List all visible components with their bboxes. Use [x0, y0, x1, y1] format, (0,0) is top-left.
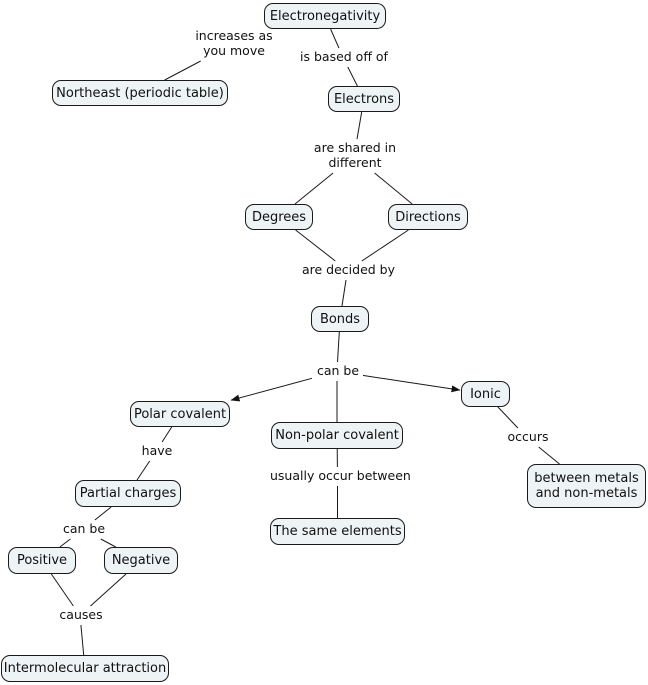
edge-positive-to-causes [50, 573, 74, 607]
concept-node-directions[interactable]: Directions [388, 204, 468, 230]
edge-label-is-based-off-of: is based off of [297, 49, 391, 64]
concept-node-northeast[interactable]: Northeast (periodic table) [52, 80, 228, 106]
edge-negative-to-causes [90, 573, 127, 607]
concept-node-non-polar-covalent[interactable]: Non-polar covalent [271, 422, 403, 449]
concept-node-bonds[interactable]: Bonds [311, 306, 369, 332]
edge-label-increases-as-you-move: increases as you move [185, 28, 283, 58]
edge-occurs-to-between-metals [538, 446, 560, 465]
edge-ionic-to-occurs [497, 406, 519, 429]
edge-polar-covalent-to-have [161, 426, 173, 443]
edge-are-shared-in-different-to-degrees [294, 172, 334, 205]
edge-can-be-charges-to-positive [59, 538, 71, 548]
edge-can-be-charges-to-negative [100, 538, 116, 548]
concept-node-intermolecular[interactable]: Intermolecular attraction [1, 655, 169, 682]
concept-node-polar-covalent[interactable]: Polar covalent [130, 401, 230, 427]
edge-causes-to-intermolecular [80, 624, 85, 656]
edge-directions-to-are-decided-by [361, 229, 409, 262]
concept-node-between-metals[interactable]: between metals and non-metals [527, 464, 646, 508]
concept-node-partial-charges[interactable]: Partial charges [75, 480, 181, 507]
edge-label-are-shared-in-different: are shared in different [308, 140, 402, 170]
edge-are-decided-by-to-bonds [341, 279, 347, 307]
edge-label-usually-occur-between: usually occur between [269, 468, 411, 483]
concept-node-degrees[interactable]: Degrees [245, 204, 313, 230]
edge-electrons-to-are-shared-in-different [356, 111, 363, 140]
edge-degrees-to-are-decided-by [295, 229, 336, 262]
edge-is-based-off-of-to-electrons [347, 66, 358, 87]
edge-can-be-bonds-to-ionic [361, 374, 461, 393]
concept-node-ionic[interactable]: Ionic [461, 381, 510, 407]
edge-label-causes: causes [56, 607, 106, 622]
edge-electronegativity-to-is-based-off-of [330, 28, 340, 49]
edge-label-have: have [138, 443, 176, 458]
concept-node-the-same-elements[interactable]: The same elements [270, 518, 405, 545]
concept-node-positive[interactable]: Positive [8, 547, 76, 574]
edge-label-can-be-charges: can be [59, 521, 109, 536]
edge-have-to-partial-charges [136, 460, 151, 481]
edge-label-occurs: occurs [504, 429, 552, 444]
edge-label-can-be-bonds: can be [313, 363, 363, 378]
edge-partial-charges-to-can-be-charges [94, 506, 112, 521]
concept-node-negative[interactable]: Negative [104, 547, 178, 574]
edge-paths [50, 28, 560, 656]
edge-can-be-bonds-to-polar-covalent [230, 377, 313, 402]
edge-label-are-decided-by: are decided by [300, 262, 397, 277]
concept-node-electrons[interactable]: Electrons [328, 86, 400, 112]
edge-are-shared-in-different-to-directions [374, 172, 413, 205]
concept-node-electronegativity[interactable]: Electronegativity [264, 3, 386, 29]
edge-increases-as-you-move-to-northeast [164, 60, 201, 81]
edge-bonds-to-can-be-bonds [337, 331, 340, 363]
